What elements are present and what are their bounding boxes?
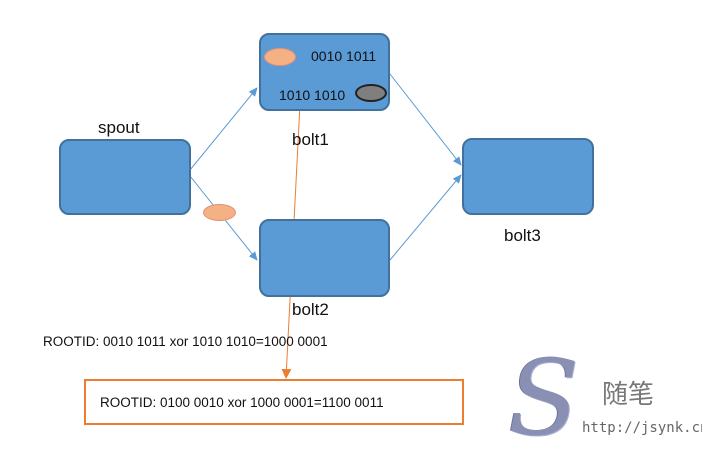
edge-spout-bolt1 bbox=[189, 87, 258, 171]
bolt2-node bbox=[259, 219, 390, 297]
bolt1-bits-top: 0010 1011 bbox=[311, 48, 377, 64]
rootid-formula-result: ROOTID: 0100 0010 xor 1000 0001=1100 001… bbox=[100, 395, 384, 410]
rootid-formula-first: ROOTID: 0010 1011 xor 1010 1010=1000 000… bbox=[43, 334, 328, 349]
bolt3-node bbox=[462, 138, 594, 215]
watermark-url: http://jsynk.cn bbox=[582, 420, 702, 436]
bolt1-label: bolt1 bbox=[292, 130, 329, 149]
bolt3-label: bolt3 bbox=[504, 226, 541, 245]
spout-node bbox=[59, 139, 191, 215]
bolt1-ack-ellipse bbox=[355, 84, 387, 102]
bolt2-label: bolt2 bbox=[292, 300, 329, 319]
edge-bolt2-bolt3 bbox=[389, 174, 462, 261]
spout-tuple-ellipse bbox=[203, 204, 236, 221]
watermark-s-logo: S bbox=[508, 337, 580, 459]
bolt1-tuple-ellipse bbox=[264, 48, 296, 66]
rootid-result-box: ROOTID: 0100 0010 xor 1000 0001=1100 001… bbox=[84, 379, 464, 425]
spout-label: spout bbox=[98, 118, 140, 137]
edge-bolt1-bolt3 bbox=[389, 73, 462, 166]
watermark-text: 随笔 bbox=[602, 380, 655, 410]
bolt1-bits-bottom: 1010 1010 bbox=[279, 87, 346, 103]
